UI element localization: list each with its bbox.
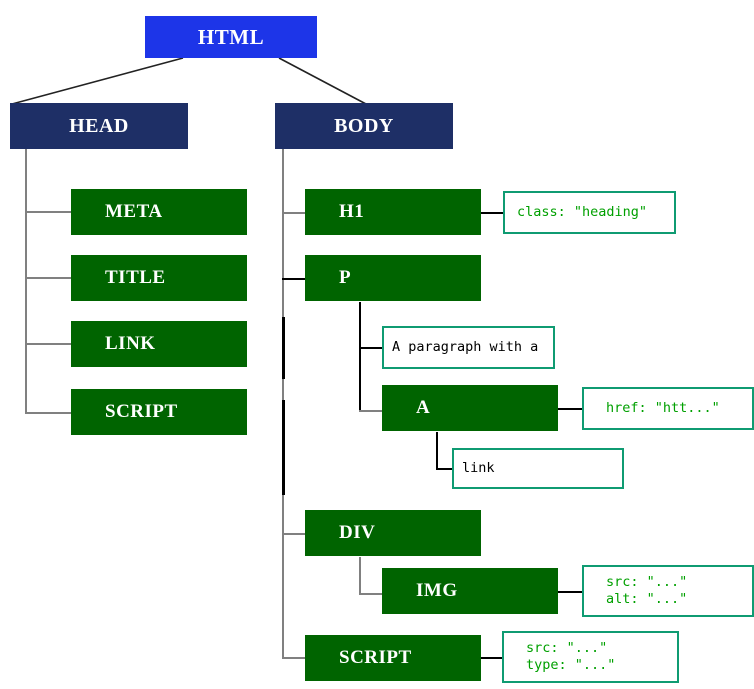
attr-script-src-line: src: "..." xyxy=(526,640,608,656)
head-branch-script xyxy=(25,412,72,414)
body-branch-h1 xyxy=(282,212,307,214)
attr-a-href-line: href: "htt..." xyxy=(606,400,720,416)
node-link-label: LINK xyxy=(105,333,156,354)
attr-box-img[interactable]: src: "..." alt: "..." xyxy=(582,565,754,617)
node-html[interactable]: HTML xyxy=(145,16,317,58)
node-title[interactable]: TITLE xyxy=(71,255,247,301)
node-div[interactable]: DIV xyxy=(305,510,481,556)
script-attr-edge xyxy=(480,657,502,659)
text-node-box-paragraph[interactable]: A paragraph with a xyxy=(382,326,555,369)
body-trunk-seg-1 xyxy=(282,317,285,379)
attr-box-script[interactable]: src: "..." type: "..." xyxy=(502,631,679,683)
node-img[interactable]: IMG xyxy=(382,568,558,614)
head-trunk xyxy=(25,149,27,414)
body-branch-p xyxy=(282,278,307,280)
head-branch-link xyxy=(25,343,72,345)
node-html-label: HTML xyxy=(197,24,265,49)
node-meta[interactable]: META xyxy=(71,189,247,235)
p-trunk xyxy=(359,302,361,412)
attr-script-type-line: type: "..." xyxy=(526,657,616,673)
a-branch-text xyxy=(436,468,454,470)
node-meta-label: META xyxy=(105,201,163,222)
div-branch-img xyxy=(359,593,384,595)
node-a[interactable]: A xyxy=(382,385,558,431)
node-head[interactable]: HEAD xyxy=(10,103,188,149)
node-link[interactable]: LINK xyxy=(71,321,247,367)
text-node-box-link[interactable]: link xyxy=(452,448,624,489)
node-head-script-label: SCRIPT xyxy=(105,401,178,422)
body-trunk-seg-2 xyxy=(282,400,285,495)
h1-attr-edge xyxy=(480,212,504,214)
node-title-label: TITLE xyxy=(105,267,166,288)
node-head-script[interactable]: SCRIPT xyxy=(71,389,247,435)
text-node-link-line: link xyxy=(462,460,495,476)
p-branch-a xyxy=(359,410,384,412)
node-p-label: P xyxy=(339,267,352,288)
node-p[interactable]: P xyxy=(305,255,481,301)
attr-img-src-line: src: "..." xyxy=(606,574,688,590)
node-h1-label: H1 xyxy=(339,201,365,222)
node-div-label: DIV xyxy=(339,522,376,543)
node-a-label: A xyxy=(416,397,431,418)
body-branch-div xyxy=(282,533,307,535)
attr-img-alt-line: alt: "..." xyxy=(606,591,688,607)
node-body-script[interactable]: SCRIPT xyxy=(305,635,481,681)
a-trunk xyxy=(436,432,438,470)
head-branch-title xyxy=(25,277,72,279)
a-attr-edge xyxy=(558,408,582,410)
node-body-label: BODY xyxy=(334,114,394,137)
node-body[interactable]: BODY xyxy=(275,103,453,149)
p-branch-text xyxy=(359,347,384,349)
attr-box-a-href[interactable]: href: "htt..." xyxy=(582,387,754,430)
node-img-label: IMG xyxy=(416,580,458,601)
node-h1[interactable]: H1 xyxy=(305,189,481,235)
attr-h1-class-line: class: "heading" xyxy=(517,204,648,220)
attr-box-h1-class[interactable]: class: "heading" xyxy=(503,191,676,234)
div-trunk xyxy=(359,557,361,595)
node-body-script-label: SCRIPT xyxy=(339,647,412,668)
head-branch-meta xyxy=(25,211,72,213)
img-attr-edge xyxy=(558,591,582,593)
body-branch-script xyxy=(282,657,307,659)
text-node-paragraph-line: A paragraph with a xyxy=(392,339,539,355)
node-head-label: HEAD xyxy=(69,114,129,137)
